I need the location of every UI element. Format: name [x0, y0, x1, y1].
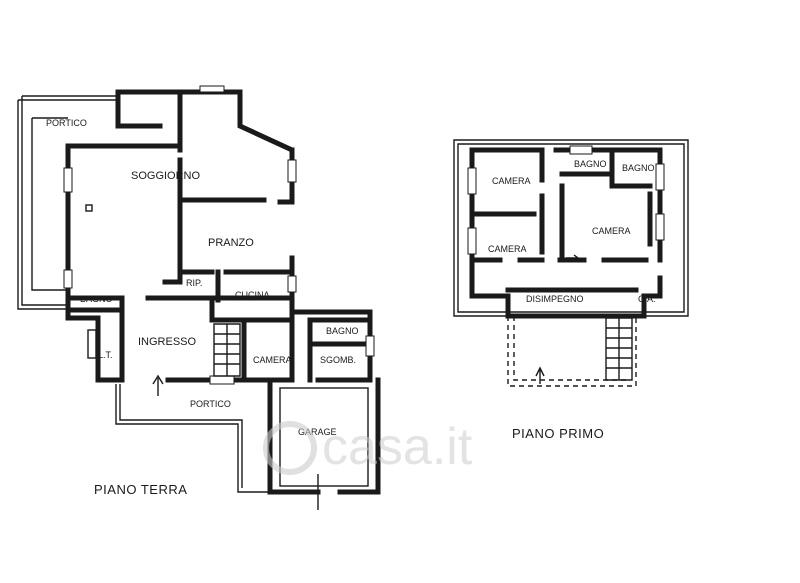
ground-exterior-walls — [65, 89, 373, 383]
portico-railing — [31, 117, 68, 291]
room-disimpegno: DISIMPEGNO — [526, 294, 584, 304]
first-roof-outline — [453, 139, 689, 317]
portico-outline — [17, 95, 118, 310]
room-camera-first-tl: CAMERA — [492, 176, 531, 186]
first-corridor-arrow — [566, 254, 580, 262]
room-camera-first-r: CAMERA — [592, 226, 631, 236]
room-sgomb: SGOMB. — [320, 355, 356, 365]
first-floor-plan: CAMERA BAGNO BAGNO CAMERA CAMERA DISIMPE… — [453, 139, 689, 441]
first-stairs — [605, 317, 633, 381]
room-bagno-first-a: BAGNO — [574, 159, 607, 169]
ground-windows — [63, 85, 375, 385]
ground-floor-title: PIANO TERRA — [94, 482, 187, 497]
room-camera-first-bl: CAMERA — [488, 244, 527, 254]
room-bagno-ground-2: BAGNO — [326, 326, 359, 336]
room-portico-top: PORTICO — [46, 118, 87, 128]
first-floor-title: PIANO PRIMO — [512, 426, 604, 441]
room-cucina: CUCINA — [235, 290, 270, 300]
lower-portico — [115, 384, 270, 493]
entrance-arrow — [152, 374, 164, 396]
room-lt: L.T. — [98, 350, 113, 360]
casa-watermark: casa.it — [263, 418, 473, 476]
room-bagno-first-b: BAGNO — [622, 163, 655, 173]
first-interior-walls — [469, 147, 653, 293]
room-ca: C.A. — [638, 294, 656, 304]
watermark-text: casa.it — [322, 418, 473, 476]
ground-floor-plan: PORTICO SOGGIORNO PRANZO RIP. CUCINA BAG… — [17, 85, 381, 510]
fireplace — [85, 204, 93, 212]
room-camera-ground: CAMERA — [253, 355, 292, 365]
room-garage: GARAGE — [298, 427, 337, 437]
ground-stairs — [213, 323, 241, 377]
room-pranzo: PRANZO — [208, 237, 254, 249]
first-stair-landing — [507, 316, 637, 387]
lt-box — [87, 329, 97, 359]
room-bagno-ground: BAGNO — [80, 294, 113, 304]
room-rip: RIP. — [186, 278, 202, 288]
room-soggiorno: SOGGIORNO — [131, 170, 201, 182]
ground-interior-walls — [65, 197, 373, 383]
garage-inner — [279, 387, 369, 487]
first-arrow — [535, 366, 545, 384]
room-ingresso: INGRESSO — [138, 336, 197, 348]
room-portico-bottom: PORTICO — [190, 399, 231, 409]
garage-walls — [267, 377, 381, 495]
first-windows — [467, 145, 665, 255]
